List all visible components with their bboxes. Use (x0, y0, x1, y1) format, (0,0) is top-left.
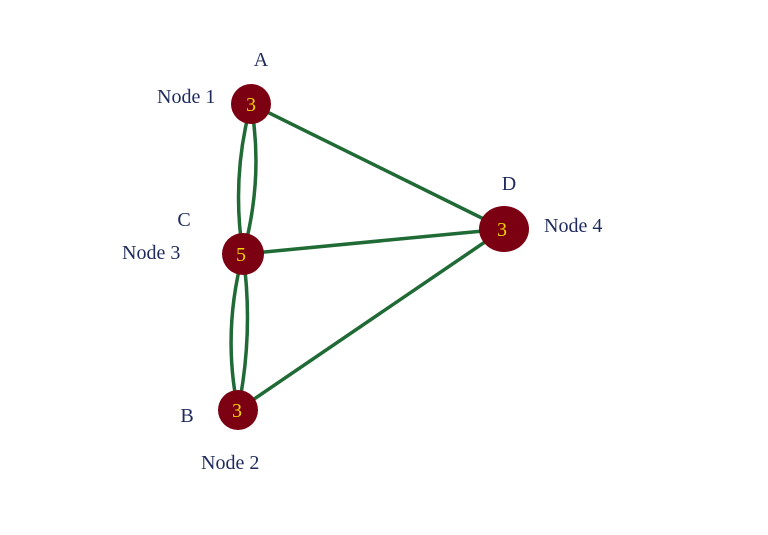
node-2: 3 (218, 390, 258, 430)
node-1-name: Node 1 (157, 86, 215, 108)
edge-b-d (237, 227, 505, 412)
node-1: 3 (231, 84, 271, 124)
node-4: 3 (479, 206, 529, 252)
node-2-name: Node 2 (201, 452, 259, 474)
node-4-degree: 3 (497, 219, 507, 241)
node-3-degree: 5 (236, 244, 246, 266)
labels: A Node 1 C Node 3 B Node 2 D Node 4 (122, 49, 602, 474)
edge-c-d (242, 227, 505, 256)
node-2-letter: B (180, 405, 193, 427)
node-3-circle (222, 233, 264, 275)
node-4-name: Node 4 (544, 215, 602, 237)
node-3-name: Node 3 (122, 242, 180, 264)
node-3: 5 (222, 233, 264, 275)
node-4-letter: D (502, 173, 516, 195)
node-3-letter: C (177, 209, 190, 231)
nodes: 3 5 3 3 (218, 84, 529, 430)
node-1-letter: A (254, 49, 269, 71)
node-2-circle (218, 390, 258, 430)
node-1-circle (231, 84, 271, 124)
node-2-degree: 3 (232, 400, 242, 422)
node-1-degree: 3 (246, 94, 256, 116)
edge-a-d (250, 102, 505, 231)
node-4-circle (479, 206, 529, 252)
